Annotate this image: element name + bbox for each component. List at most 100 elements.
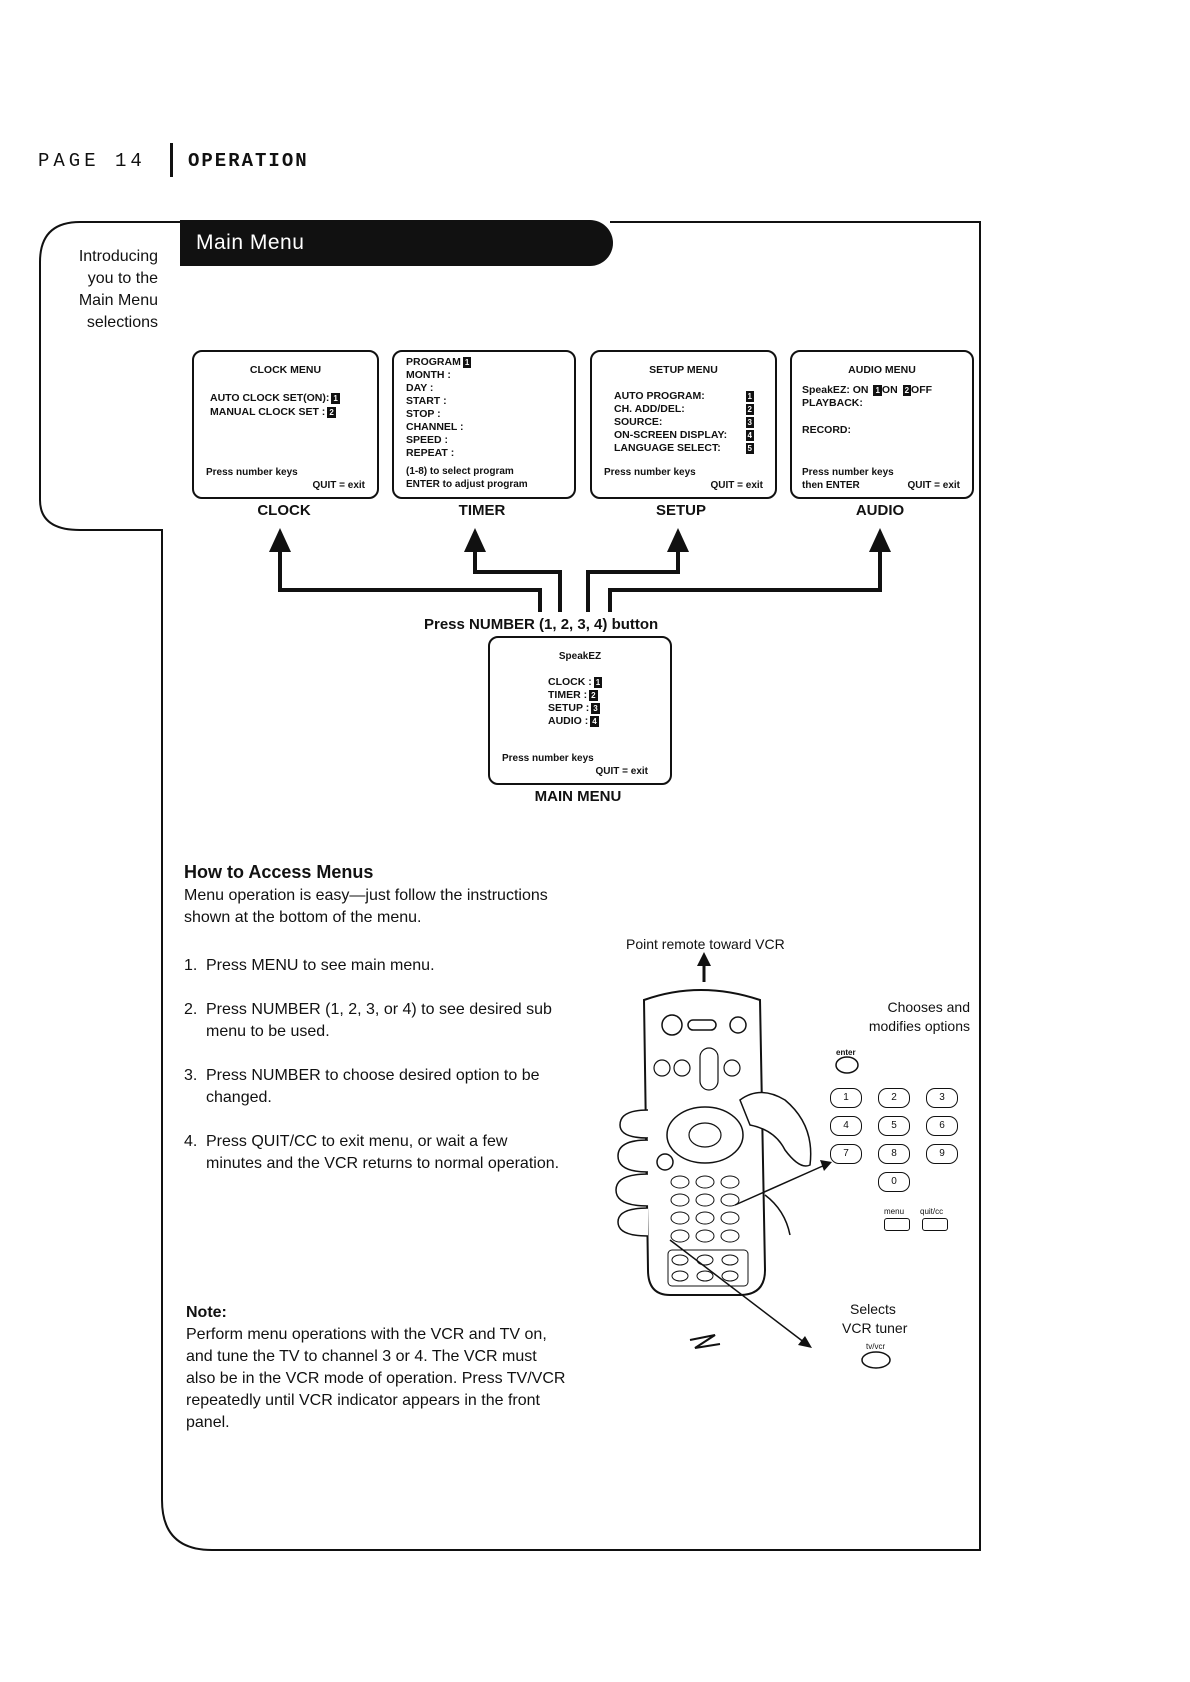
note-line: panel. — [186, 1414, 230, 1431]
timer-field: STOP : — [406, 408, 441, 420]
key-button: 5 — [878, 1116, 910, 1136]
setup-menu-item: ON-SCREEN DISPLAY:4 — [614, 429, 754, 441]
how-to-heading: How to Access Menus — [184, 862, 374, 882]
intro-line: you to the — [87, 270, 158, 287]
setup-menu-items: AUTO PROGRAM:1 CH. ADD/DEL:2 SOURCE:3 ON… — [614, 390, 764, 455]
page-number: PAGE 14 — [38, 150, 146, 172]
note-heading: Note: — [186, 1304, 227, 1321]
setup-menu-title: SETUP MENU — [649, 364, 718, 376]
main-menu-caption: MAIN MENU — [534, 788, 622, 805]
tvvcr-button — [861, 1351, 891, 1369]
main-menu-box: SpeakEZ CLOCK :1 TIMER :2 SETUP :3 AUDIO… — [488, 636, 672, 785]
setup-menu-item: CH. ADD/DEL:2 — [614, 403, 754, 415]
how-to-intro-line: Menu operation is easy—just follow the i… — [184, 887, 548, 904]
audio-playback: PLAYBACK: — [802, 397, 863, 409]
timer-field: MONTH : — [406, 369, 451, 381]
key-button: 3 — [926, 1088, 958, 1108]
note-body: Perform menu operations with the VCR and… — [186, 1324, 565, 1434]
press-number-label: Press NUMBER (1, 2, 3, 4) button — [424, 616, 659, 633]
arrow-line-clock — [278, 545, 542, 612]
audio-footer-right: QUIT = exit — [907, 480, 960, 491]
chooses-label: Chooses and modifies options — [850, 998, 970, 1036]
step-item: 1. Press MENU to see main menu. — [184, 957, 435, 974]
note-line: Perform menu operations with the VCR and… — [186, 1326, 547, 1343]
timer-field: CHANNEL : — [406, 421, 464, 433]
clock-menu-title: CLOCK MENU — [249, 364, 322, 376]
step-item: 4. Press QUIT/CC to exit menu, or wait a… — [184, 1133, 560, 1172]
how-to-intro: Menu operation is easy—just follow the i… — [184, 885, 548, 929]
quitcc-button — [922, 1218, 948, 1231]
main-menu-banner: Main Menu — [180, 220, 613, 266]
timer-field: START : — [406, 395, 447, 407]
setup-caption: SETUP — [655, 502, 706, 519]
setup-menu-item: SOURCE:3 — [614, 416, 754, 428]
arrow-head-audio — [869, 528, 891, 552]
note-line: repeatedly until VCR indicator appears i… — [186, 1392, 540, 1409]
main-menu-items: CLOCK :1 TIMER :2 SETUP :3 AUDIO :4 — [548, 676, 603, 728]
key-button: 0 — [878, 1172, 910, 1192]
audio-footer: then ENTER — [802, 480, 860, 491]
quitcc-key-label: quit/cc — [920, 1207, 944, 1216]
main-menu-item: TIMER :2 — [548, 689, 598, 701]
enter-label: enter — [836, 1048, 856, 1057]
key-button: 1 — [830, 1088, 862, 1108]
selects-line: VCR tuner — [842, 1320, 908, 1336]
arrow-line-setup — [586, 545, 680, 612]
arrow-head-timer — [464, 528, 486, 552]
audio-footer: Press number keys — [802, 467, 894, 478]
menu-button — [884, 1218, 910, 1231]
main-menu-item: AUDIO :4 — [548, 715, 599, 727]
intro-line: Introducing — [78, 248, 158, 265]
key-button: 6 — [926, 1116, 958, 1136]
note-line: and tune the TV to channel 3 or 4. The V… — [186, 1348, 537, 1365]
audio-caption: AUDIO — [855, 502, 905, 519]
banner-title: Main Menu — [196, 231, 305, 254]
remote-illustration — [615, 952, 832, 1349]
clock-footer-right: QUIT = exit — [312, 480, 365, 491]
note-line: also be in the VCR mode of operation. Pr… — [186, 1370, 566, 1387]
key-button: 9 — [926, 1144, 958, 1164]
main-menu-item: CLOCK :1 — [548, 676, 603, 688]
chooses-line: Chooses and — [887, 999, 970, 1015]
key-button: 2 — [878, 1088, 910, 1108]
arrow-line-timer — [473, 545, 562, 612]
intro-line: Main Menu — [78, 292, 158, 309]
setup-menu-box: SETUP MENU AUTO PROGRAM:1 CH. ADD/DEL:2 … — [590, 350, 777, 499]
audio-menu-title: AUDIO MENU — [848, 364, 916, 376]
point-remote-label: Point remote toward VCR — [626, 936, 785, 952]
key-button: 8 — [878, 1144, 910, 1164]
timer-field: REPEAT : — [406, 447, 455, 459]
step-item: 3. Press NUMBER to choose desired option… — [184, 1067, 540, 1106]
clock-caption: CLOCK — [257, 502, 311, 519]
enlarged-keypad: 1 2 3 4 5 6 7 8 9 0 — [830, 1088, 970, 1198]
selects-label: Selects VCR tuner — [842, 1300, 907, 1338]
main-menu-footer-left: Press number keys — [502, 753, 594, 764]
main-menu-footer-right: QUIT = exit — [595, 766, 648, 777]
step-item: 2. Press NUMBER (1, 2, 3, or 4) to see d… — [184, 1001, 552, 1040]
tvvcr-label: tv/vcr — [866, 1342, 886, 1351]
clock-footer-left: Press number keys — [206, 467, 298, 478]
how-to-intro-line: shown at the bottom of the menu. — [184, 909, 422, 926]
section-title: OPERATION — [188, 150, 309, 172]
arrow-head-setup — [667, 528, 689, 552]
key-button: 4 — [830, 1116, 862, 1136]
remote-body — [642, 989, 767, 1296]
key-button: 7 — [830, 1144, 862, 1164]
timer-footer: (1-8) to select program — [406, 466, 514, 477]
arrow-line-audio — [608, 545, 882, 612]
timer-caption: TIMER — [458, 502, 506, 519]
steps-list: 1. Press MENU to see main menu. 2. Press… — [184, 955, 604, 1197]
enter-button — [835, 1056, 859, 1074]
audio-record: RECORD: — [802, 424, 851, 436]
selects-line: Selects — [850, 1301, 896, 1317]
chooses-line: modifies options — [868, 1018, 970, 1034]
timer-field: DAY : — [406, 382, 434, 394]
main-menu-title: SpeakEZ — [558, 651, 602, 662]
clock-menu-item: MANUAL CLOCK SET :2 — [210, 406, 336, 418]
setup-menu-item: AUTO PROGRAM:1 — [614, 390, 754, 402]
